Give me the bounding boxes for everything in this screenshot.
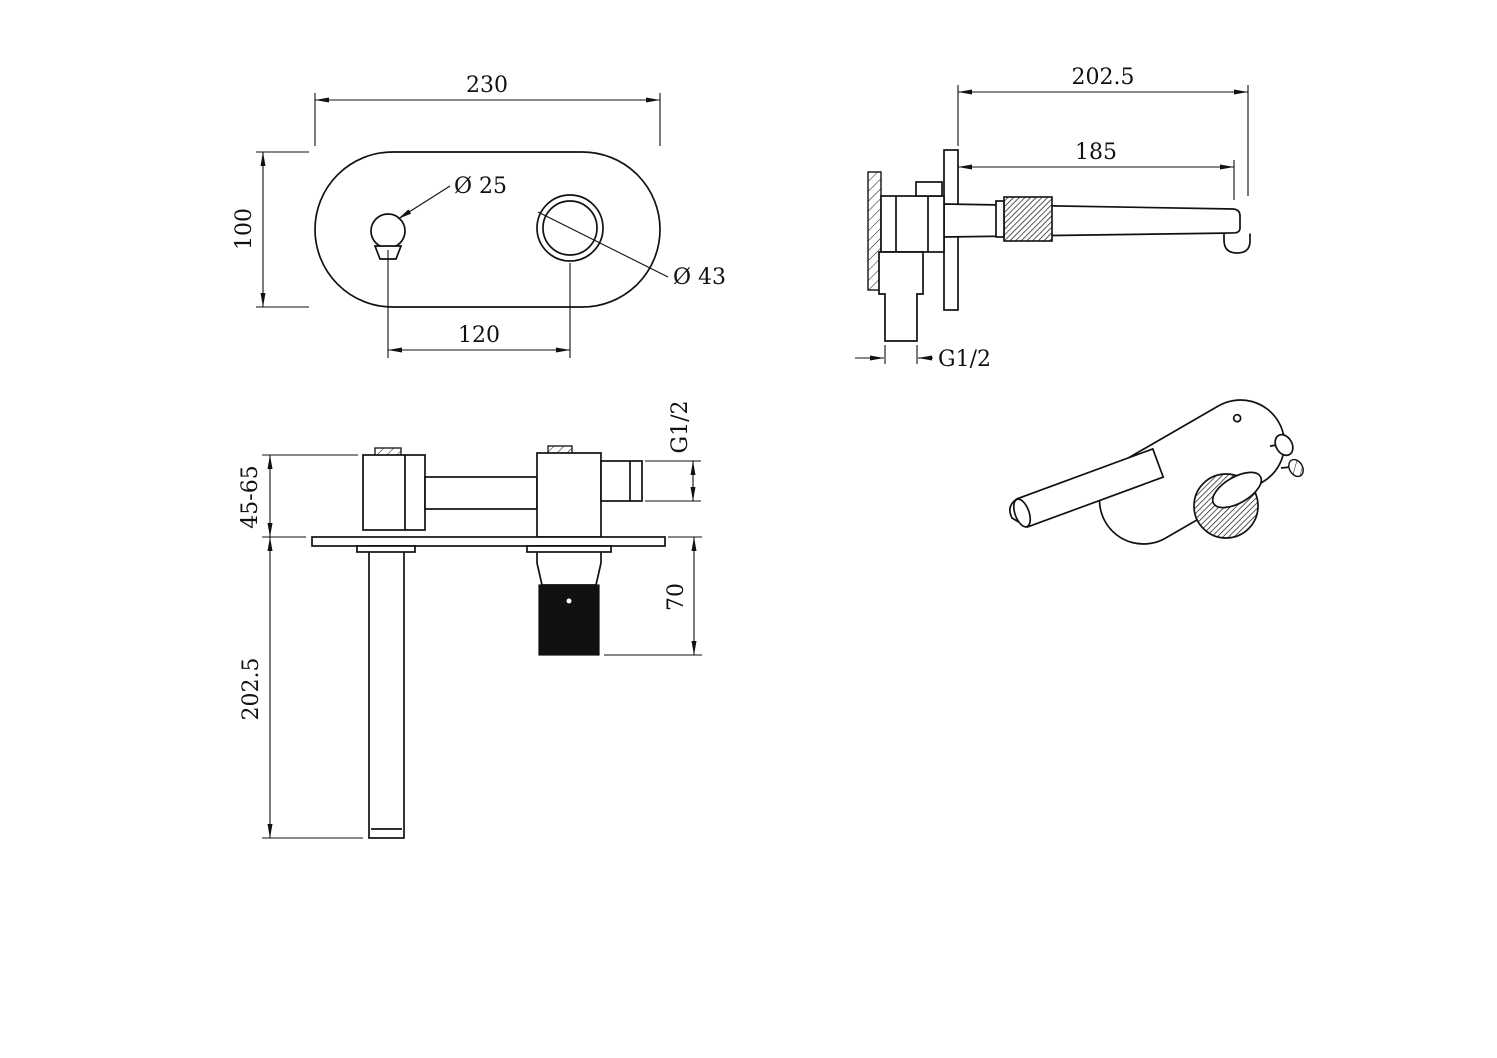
leader-handle-hole xyxy=(397,185,451,220)
fixing-nut xyxy=(1003,196,1053,242)
dim-label-inlet-thread: G1/2 xyxy=(938,347,991,372)
dim-label-spout-length: 185 xyxy=(1075,140,1117,165)
inlet-connector xyxy=(600,460,643,502)
spout-collar xyxy=(995,200,1005,238)
valve-body-port xyxy=(566,598,572,604)
drop-tube xyxy=(368,545,405,839)
side-view: 202.5 185 G1/2 xyxy=(855,65,1251,372)
dim-label-wall-depth: 45-65 xyxy=(238,465,263,528)
plate-screw-2 xyxy=(1232,413,1242,423)
mixer-body xyxy=(536,452,602,538)
valve-body-side xyxy=(880,195,945,253)
leader-spout-hole xyxy=(537,211,669,278)
extension-lines xyxy=(884,85,1249,364)
wall-plate-section xyxy=(311,536,666,547)
backplate-outline xyxy=(314,151,661,308)
valve-body-lines xyxy=(895,196,929,252)
handle-cap-iso xyxy=(1211,471,1263,509)
dim-label-body-height: 70 xyxy=(664,583,689,611)
extension-lines xyxy=(256,93,661,358)
inlet-elbow xyxy=(878,251,924,342)
inlet-fitting-iso xyxy=(1274,433,1294,457)
valve-body-lower xyxy=(538,584,600,656)
spout-tip-iso xyxy=(1012,498,1032,528)
dim-label-inlet-thread: G1/2 xyxy=(668,401,693,454)
dim-label-plate-width: 230 xyxy=(466,73,508,98)
connecting-tube xyxy=(424,476,538,510)
handle-block xyxy=(362,454,426,531)
dim-label-spout-hole-diameter: Ø 43 xyxy=(673,265,726,290)
isometric-view xyxy=(1009,399,1304,545)
spout-hole-inner xyxy=(542,200,598,256)
spout-hole-outer xyxy=(536,194,604,262)
dim-label-hole-spacing: 120 xyxy=(458,323,500,348)
tube-flange xyxy=(356,545,416,553)
check-valve-detail xyxy=(915,181,943,197)
section-view: 45-65 202.5 G1/2 70 xyxy=(238,401,702,839)
body-flange xyxy=(526,545,612,553)
dim-label-outlet-drop: 202.5 xyxy=(239,658,264,721)
inlet-fitting2-iso xyxy=(1288,458,1304,478)
dim-label-total-reach: 202.5 xyxy=(1072,65,1135,90)
spout-tube xyxy=(943,203,1241,238)
aerator xyxy=(1223,233,1251,254)
front-view: 230 100 120 Ø 25 Ø 43 xyxy=(232,73,726,358)
dim-label-plate-height: 100 xyxy=(232,208,257,250)
extension-lines xyxy=(262,454,702,839)
dim-label-handle-hole-diameter: Ø 25 xyxy=(454,174,507,199)
